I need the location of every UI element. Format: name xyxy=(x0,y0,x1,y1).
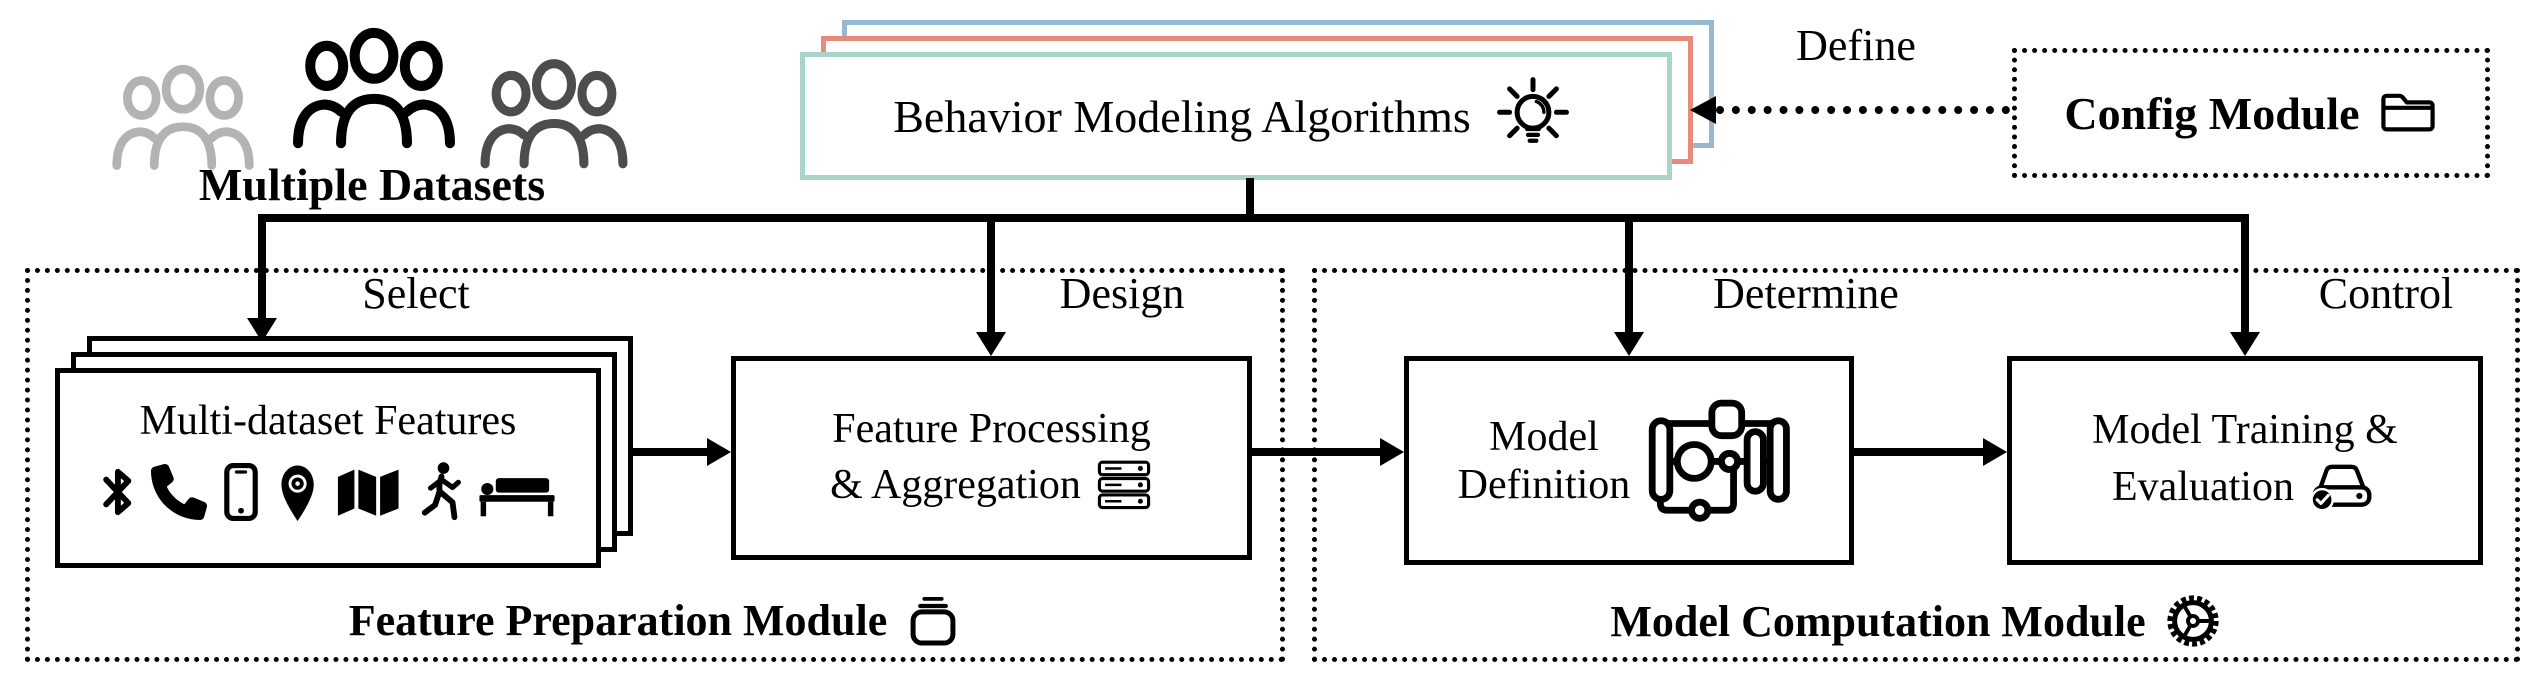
walking-person-icon xyxy=(417,461,464,523)
define-dashed-line xyxy=(1716,106,2010,114)
behavior-card-front: Behavior Modeling Algorithms xyxy=(800,52,1672,180)
training-card-line1: Model Training & xyxy=(2092,407,2398,454)
datasets-to-processing-arrowhead xyxy=(707,438,731,466)
smartphone-icon xyxy=(221,461,261,523)
define-arrowhead xyxy=(1690,96,1716,124)
training-card: Model Training & Evaluation xyxy=(2007,356,2483,565)
design-label: Design xyxy=(1059,269,1185,318)
location-pin-icon xyxy=(275,461,320,523)
definition-to-training-arrowhead xyxy=(1983,438,2007,466)
gear-icon xyxy=(2164,592,2222,650)
drive-check-icon xyxy=(2306,460,2378,515)
training-card-line2-row: Evaluation xyxy=(2112,460,2378,515)
definition-to-training-line xyxy=(1854,448,1983,456)
design-arrow-line xyxy=(987,214,995,334)
users-group-icon-light xyxy=(108,58,258,173)
config-module-label: Config Module xyxy=(2064,87,2360,139)
bed-icon xyxy=(477,466,557,518)
model-module-title: Model Computation Module xyxy=(1610,596,2146,646)
datasets-card-label: Multi-dataset Features xyxy=(139,398,517,444)
processing-card-line2: & Aggregation xyxy=(830,462,1081,508)
folder-icon xyxy=(2378,88,2438,137)
processing-card-line1: Feature Processing xyxy=(832,406,1151,453)
behavior-card-label: Behavior Modeling Algorithms xyxy=(893,90,1471,142)
feature-preparation-module xyxy=(25,268,1285,662)
lightbulb-icon xyxy=(1487,73,1579,160)
control-arrow-line xyxy=(2241,214,2249,334)
storage-box-icon xyxy=(905,592,961,648)
definition-card-text: Model Definition xyxy=(1458,413,1631,509)
control-label: Control xyxy=(2318,269,2454,318)
feature-module-title: Feature Preparation Module xyxy=(348,595,888,645)
users-group-icon-dark xyxy=(476,52,632,172)
config-module-box: Config Module xyxy=(2012,48,2490,178)
behavior-to-bus-connector xyxy=(1246,178,1254,216)
map-icon xyxy=(334,465,402,519)
model-computation-module xyxy=(1312,268,2520,662)
processing-card-line2-row: & Aggregation xyxy=(830,459,1153,511)
feature-module-title-row: Feature Preparation Module xyxy=(25,592,1285,648)
bluetooth-icon xyxy=(99,462,137,522)
definition-card-line1: Model xyxy=(1489,413,1599,460)
phone-icon xyxy=(150,464,207,520)
multiple-datasets-title: Multiple Datasets xyxy=(198,159,546,210)
design-arrowhead xyxy=(976,332,1006,356)
determine-arrowhead xyxy=(1614,332,1644,356)
define-label: Define xyxy=(1796,21,1916,70)
model-graph-icon xyxy=(1640,395,1800,525)
definition-card: Model Definition xyxy=(1404,356,1854,565)
determine-label: Determine xyxy=(1713,269,1899,318)
training-card-line2: Evaluation xyxy=(2112,464,2294,511)
server-stack-icon xyxy=(1095,459,1153,511)
datasets-to-processing-line xyxy=(633,448,709,456)
model-module-title-row: Model Computation Module xyxy=(1312,592,2520,650)
processing-to-definition-arrowhead xyxy=(1380,438,1404,466)
definition-card-line2: Definition xyxy=(1457,461,1631,508)
bus-line xyxy=(258,214,2249,222)
datasets-card-front: Multi-dataset Features xyxy=(55,368,601,568)
feature-icons-row xyxy=(60,461,596,523)
processing-card: Feature Processing & Aggregation xyxy=(731,356,1252,560)
users-group-icon-black xyxy=(288,20,460,152)
select-label: Select xyxy=(362,269,470,318)
determine-arrow-line xyxy=(1625,214,1633,334)
select-arrow-line xyxy=(258,214,266,320)
control-arrowhead xyxy=(2230,332,2260,356)
